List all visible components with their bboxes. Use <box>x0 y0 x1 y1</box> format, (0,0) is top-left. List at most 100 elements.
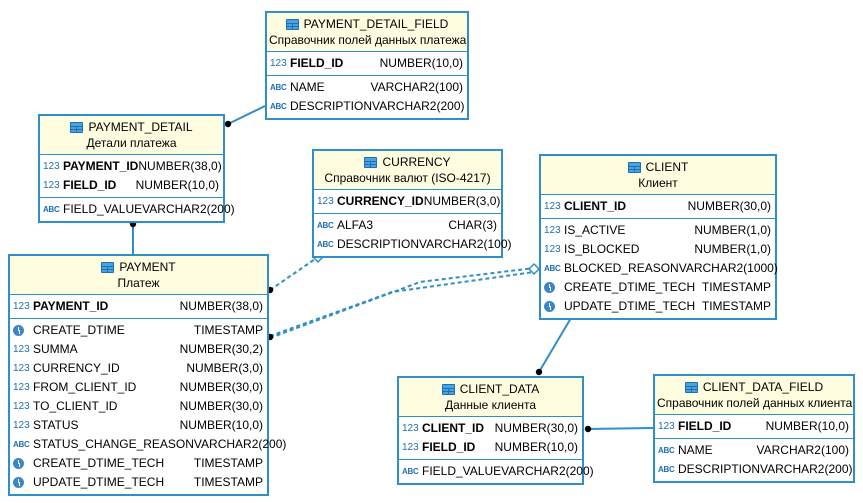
relation-line-payment-detail-field[interactable] <box>227 105 266 125</box>
relation-line-payment-to-client[interactable] <box>269 267 535 339</box>
relation-line-payment-currency[interactable] <box>269 256 319 291</box>
column-name: DESCRIPTION <box>290 99 373 113</box>
column-name: FIELD_VALUE <box>63 202 143 216</box>
text-type-icon: ABC <box>658 446 675 455</box>
text-type-icon: ABC <box>13 440 30 449</box>
column-type: NUMBER(30,0) <box>179 399 263 413</box>
entity-name: PAYMENT_DETAIL <box>88 120 193 134</box>
column-name: SUMMA <box>33 342 78 356</box>
column-name: CLIENT_ID <box>564 199 627 213</box>
column-name: ALFA3 <box>337 218 374 232</box>
column-type: TIMESTAMP <box>193 475 263 489</box>
relation-end-dot <box>584 425 592 433</box>
column-type: TIMESTAMP <box>193 323 263 337</box>
column-type: NUMBER(1,0) <box>694 242 771 256</box>
column-type: VARCHAR2(1000) <box>678 261 778 275</box>
numeric-type-icon: 123 <box>13 420 30 431</box>
column-type: VARCHAR2(100) <box>756 443 849 457</box>
text-type-icon: ABC <box>317 221 334 230</box>
column-name: BLOCKED_REASON <box>564 261 679 275</box>
column-name: FIELD_ID <box>290 56 344 70</box>
entity-comment: Клиент <box>638 176 678 190</box>
column-type: NUMBER(38,0) <box>138 159 222 173</box>
column-name: IS_ACTIVE <box>564 223 626 237</box>
column-type: TIMESTAMP <box>193 456 263 470</box>
numeric-type-icon: 123 <box>544 244 561 255</box>
column-type: NUMBER(30,0) <box>179 380 263 394</box>
relation-line-client-data-client[interactable] <box>538 317 572 373</box>
text-type-icon: ABC <box>402 467 419 476</box>
entity-title: PAYMENT_DETAIL <box>42 119 221 135</box>
column-type: NUMBER(10,0) <box>135 178 219 192</box>
entity-name: CLIENT_DATA_FIELD <box>702 380 824 394</box>
table-icon <box>101 261 115 273</box>
entity-comment: Справочник полей данных платежа <box>269 33 467 47</box>
table-icon <box>70 121 84 133</box>
timestamp-icon <box>544 282 555 293</box>
column-name: UPDATE_DTIME_TECH <box>564 299 696 313</box>
numeric-type-icon: 123 <box>43 180 60 191</box>
numeric-type-icon: 123 <box>13 301 30 312</box>
numeric-type-icon: 123 <box>658 421 675 432</box>
column-name: TO_CLIENT_ID <box>33 399 118 413</box>
column-type: NUMBER(10,0) <box>765 419 849 433</box>
numeric-type-icon: 123 <box>402 442 419 453</box>
column-name: PAYMENT_ID <box>33 299 109 313</box>
text-type-icon: ABC <box>658 465 675 474</box>
numeric-type-icon: 123 <box>544 201 561 212</box>
relation-end-dot <box>224 120 232 128</box>
numeric-type-icon: 123 <box>402 423 419 434</box>
relation-line-payment-from-client[interactable] <box>269 271 535 337</box>
column-name: FIELD_ID <box>678 419 732 433</box>
column-type: VARCHAR2(100) <box>370 80 463 94</box>
column-type: TIMESTAMP <box>701 280 771 294</box>
relation-line-client-data-field[interactable] <box>587 427 654 430</box>
column-name: CURRENCY_ID <box>33 361 120 375</box>
